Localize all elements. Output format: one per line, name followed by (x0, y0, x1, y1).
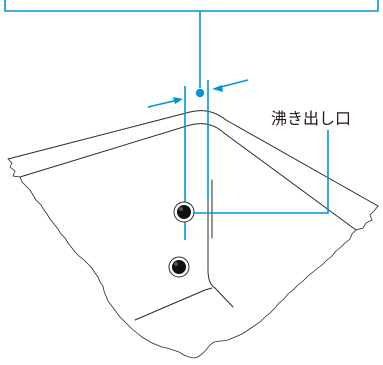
lower-hole (168, 256, 190, 278)
appliance-body (7, 110, 379, 359)
dimension-indicator (147, 79, 249, 240)
spout-leader-line (193, 130, 329, 214)
spout-label: 沸き出し口 (271, 109, 351, 128)
spout-hole (173, 201, 195, 223)
top-callout-frame (4, 0, 379, 98)
callout-dot (195, 88, 205, 98)
